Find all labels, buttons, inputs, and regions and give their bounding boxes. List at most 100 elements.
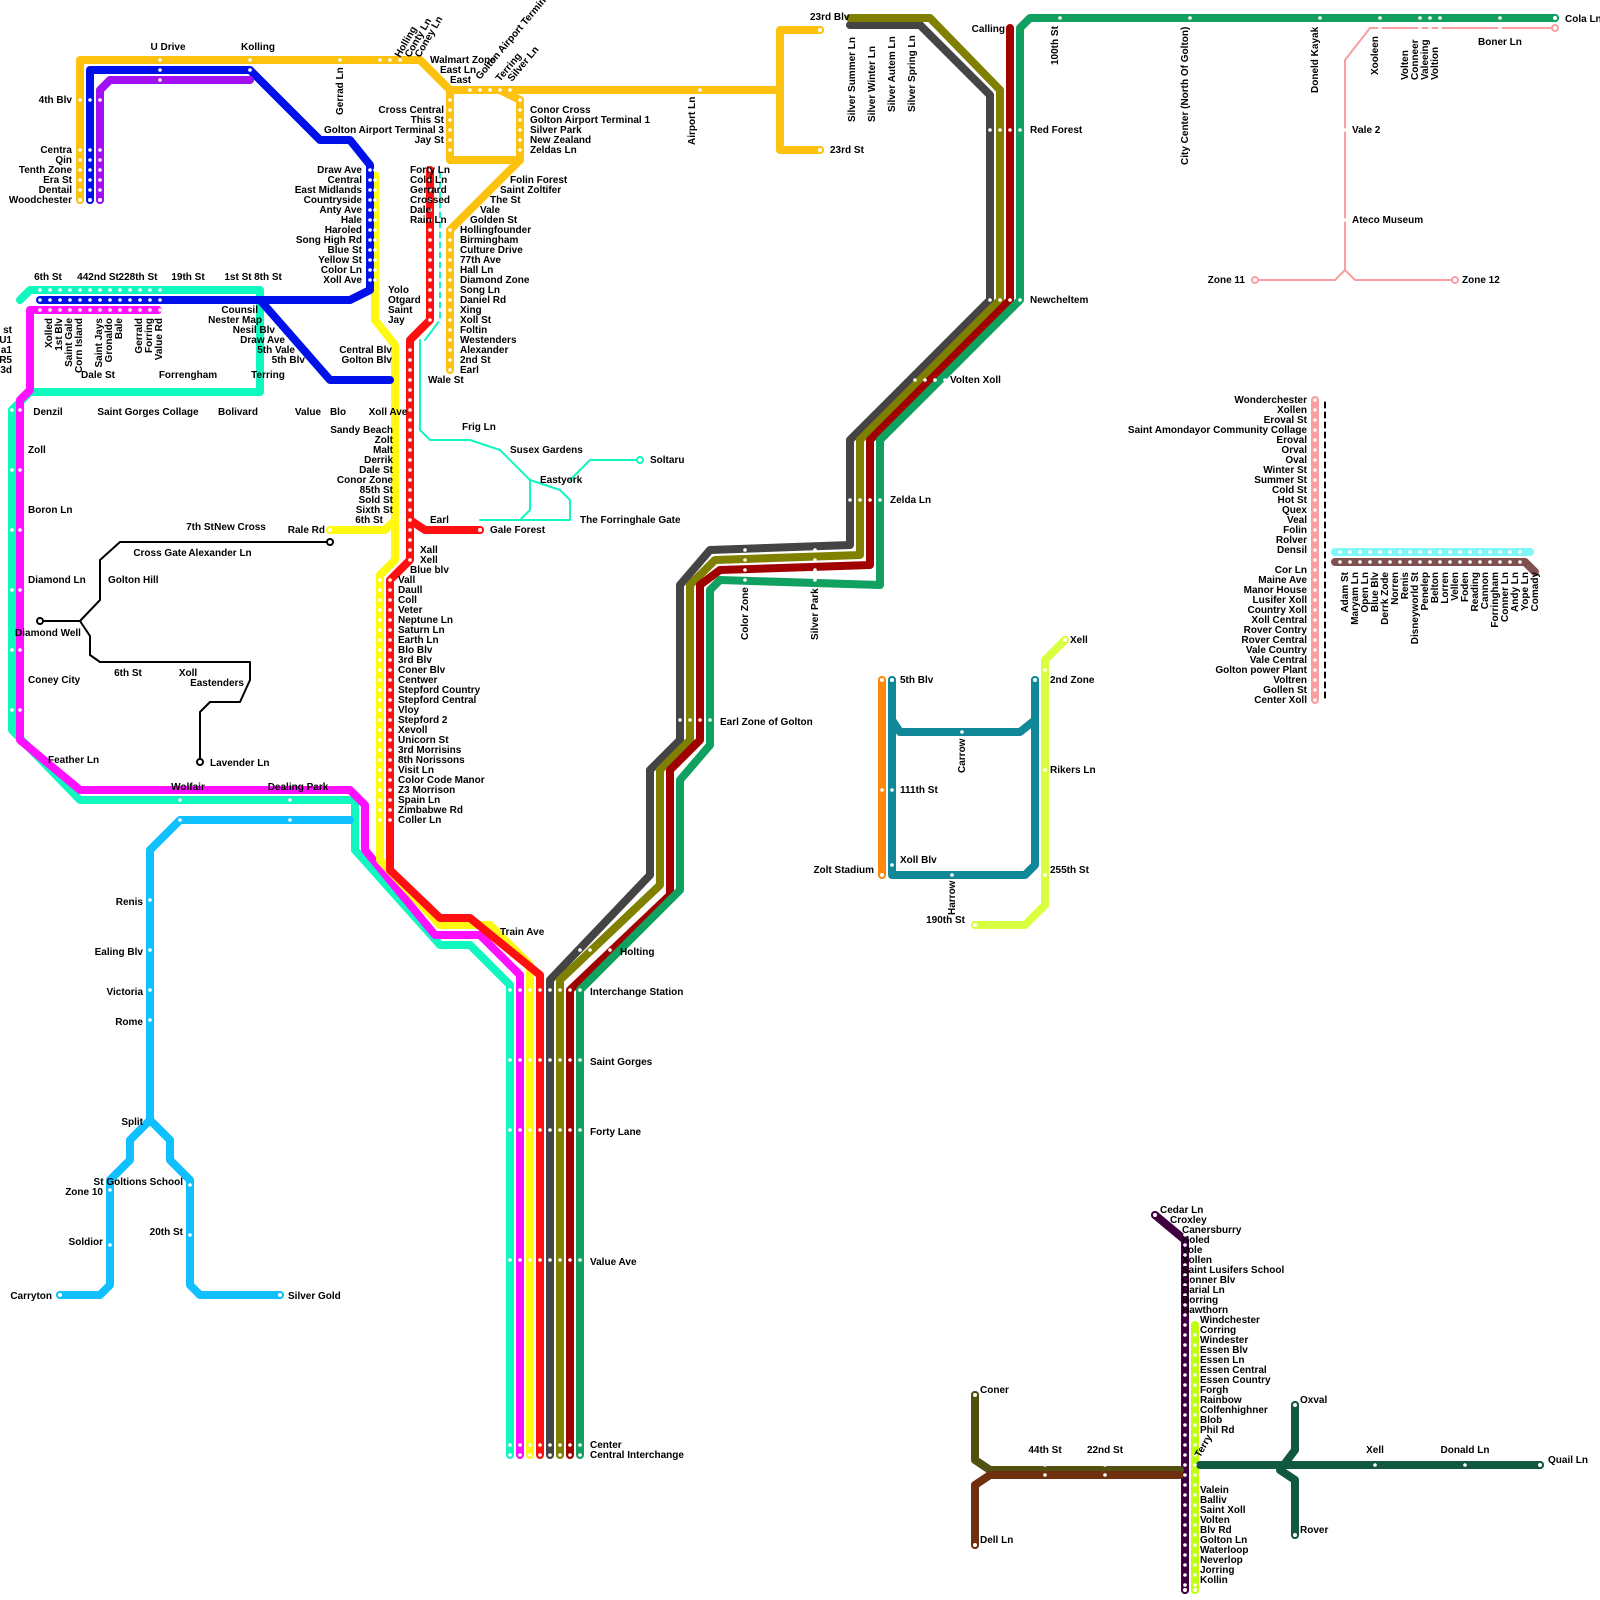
station-dot[interactable] xyxy=(1323,488,1327,492)
station-dot[interactable] xyxy=(408,488,412,492)
station-label[interactable]: Cross Gate xyxy=(133,548,187,559)
station-dot[interactable] xyxy=(378,798,382,802)
station-dot[interactable] xyxy=(1408,560,1412,564)
station-dot[interactable] xyxy=(378,588,382,592)
station-dot[interactable] xyxy=(578,1128,582,1132)
station-dot[interactable] xyxy=(438,318,442,322)
station-label[interactable]: Central xyxy=(328,175,363,186)
station-dot[interactable] xyxy=(288,818,292,822)
station-dot[interactable] xyxy=(378,668,382,672)
station-dot[interactable] xyxy=(1518,560,1522,564)
station-dot[interactable] xyxy=(1378,26,1382,30)
station-label[interactable]: Xell xyxy=(1070,635,1088,646)
station-dot[interactable] xyxy=(378,748,382,752)
station-dot[interactable] xyxy=(558,988,562,992)
station-dot[interactable] xyxy=(1373,1463,1377,1467)
station-dot[interactable] xyxy=(1458,550,1462,554)
station-dot[interactable] xyxy=(1478,550,1482,554)
station-dot[interactable] xyxy=(1193,1553,1197,1557)
station-dot[interactable] xyxy=(743,558,747,562)
station-dot[interactable] xyxy=(1343,128,1347,132)
station-dot[interactable] xyxy=(1183,1223,1187,1227)
station-label[interactable]: Manor House xyxy=(1244,585,1308,596)
station-dot[interactable] xyxy=(378,758,382,762)
station-label[interactable]: Zone 12 xyxy=(1462,275,1500,286)
station-dot[interactable] xyxy=(98,188,102,192)
station-dot[interactable] xyxy=(708,718,712,722)
station-dot[interactable] xyxy=(408,468,412,472)
station-dot[interactable] xyxy=(388,678,392,682)
station-dot[interactable] xyxy=(1323,458,1327,462)
station-dot[interactable] xyxy=(88,158,92,162)
station-dot[interactable] xyxy=(1418,550,1422,554)
station-dot[interactable] xyxy=(10,648,14,652)
station-dot[interactable] xyxy=(448,348,452,352)
station-label[interactable]: Valeeing xyxy=(1420,39,1431,80)
station-label[interactable]: Harrow xyxy=(947,880,958,915)
station-dot[interactable] xyxy=(1323,578,1327,582)
station-dot[interactable] xyxy=(1313,548,1317,552)
station-label[interactable]: Dealing Park xyxy=(268,782,329,793)
station-label[interactable]: Zelda Ln xyxy=(890,495,931,506)
station-dot[interactable] xyxy=(1313,678,1317,682)
station-dot[interactable] xyxy=(568,1258,572,1262)
station-label[interactable]: Coll xyxy=(398,595,417,606)
station-dot[interactable] xyxy=(528,1453,532,1457)
station-dot[interactable] xyxy=(448,288,452,292)
station-dot[interactable] xyxy=(518,118,522,122)
station-label[interactable]: Red Forest xyxy=(1030,125,1083,136)
station-label[interactable]: Z3 Morrison xyxy=(398,785,455,796)
station-label[interactable]: Stepford 2 xyxy=(398,715,448,726)
station-dot[interactable] xyxy=(1193,1463,1197,1467)
terminal-station[interactable] xyxy=(816,26,824,34)
station-dot[interactable] xyxy=(428,228,432,232)
station-label[interactable]: Countryside xyxy=(304,195,363,206)
station-dot[interactable] xyxy=(408,538,412,542)
station-dot[interactable] xyxy=(1183,1573,1187,1577)
station-label[interactable]: Lorren xyxy=(1440,572,1451,604)
station-dot[interactable] xyxy=(1418,560,1422,564)
station-dot[interactable] xyxy=(1183,1473,1187,1477)
station-dot[interactable] xyxy=(148,288,152,292)
terminal-station[interactable] xyxy=(1451,276,1459,284)
station-label[interactable]: Vall xyxy=(398,575,415,586)
station-label[interactable]: Diamond Ln xyxy=(28,575,86,586)
station-label[interactable]: Jay xyxy=(388,315,405,326)
station-label[interactable]: The Forringhale Gate xyxy=(580,515,681,526)
station-dot[interactable] xyxy=(528,1058,532,1062)
station-dot[interactable] xyxy=(813,548,817,552)
station-dot[interactable] xyxy=(1193,1383,1197,1387)
station-label[interactable]: Color Code Manor xyxy=(398,775,485,786)
station-dot[interactable] xyxy=(1043,873,1047,877)
terminal-station[interactable] xyxy=(1291,1401,1299,1409)
station-dot[interactable] xyxy=(813,568,817,572)
station-dot[interactable] xyxy=(10,708,14,712)
station-dot[interactable] xyxy=(1313,658,1317,662)
station-dot[interactable] xyxy=(988,128,992,132)
station-dot[interactable] xyxy=(498,88,502,92)
station-dot[interactable] xyxy=(368,278,372,282)
station-dot[interactable] xyxy=(1498,550,1502,554)
station-dot[interactable] xyxy=(698,718,702,722)
station-label[interactable]: East Ln xyxy=(440,65,476,76)
station-dot[interactable] xyxy=(1313,478,1317,482)
station-label[interactable]: Saint Gorges Collage xyxy=(97,407,199,418)
station-label[interactable]: Blv Rd xyxy=(1200,1525,1232,1536)
station-label[interactable]: Windchester xyxy=(1200,1315,1260,1326)
station-dot[interactable] xyxy=(148,1018,152,1022)
station-dot[interactable] xyxy=(428,318,432,322)
station-dot[interactable] xyxy=(1388,550,1392,554)
station-dot[interactable] xyxy=(528,1443,532,1447)
station-dot[interactable] xyxy=(448,228,452,232)
station-dot[interactable] xyxy=(1313,588,1317,592)
station-dot[interactable] xyxy=(388,58,392,62)
station-dot[interactable] xyxy=(378,698,382,702)
station-label[interactable]: Vale 2 xyxy=(1352,125,1381,136)
station-label[interactable]: Saint Zoltifer xyxy=(500,185,561,196)
terminal-station[interactable] xyxy=(96,196,104,204)
station-label[interactable]: Rome xyxy=(115,1017,143,1028)
station-label[interactable]: Train Ave xyxy=(500,927,545,938)
station-dot[interactable] xyxy=(743,568,747,572)
station-dot[interactable] xyxy=(1183,1333,1187,1337)
station-dot[interactable] xyxy=(108,288,112,292)
